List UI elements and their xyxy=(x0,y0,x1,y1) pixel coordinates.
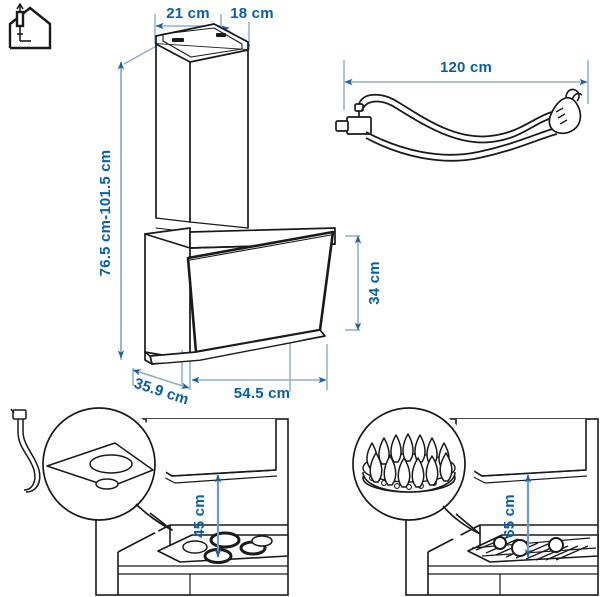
dimension-total-height: 76.5 cm-101.5 cm xyxy=(97,61,125,359)
dimension-label-gas-clearance: 65 cm xyxy=(501,494,518,538)
dimension-label-chimney-depth: 18 cm xyxy=(230,5,274,22)
dimension-label-canopy-height: 34 cm xyxy=(366,261,383,305)
electric-hob-detail xyxy=(10,406,173,538)
dimension-label-hood-width: 54.5 cm xyxy=(234,385,290,402)
dimension-label-total-height: 76.5 cm-101.5 cm xyxy=(97,150,114,277)
house-with-chimney-ducted-icon xyxy=(8,3,52,50)
dimension-chimney-width: 21 cm xyxy=(155,5,221,30)
panel-gas-clearance: 65 cm xyxy=(352,406,599,596)
dimension-label-chimney-width: 21 cm xyxy=(166,5,210,22)
dimension-gas-clearance: 65 cm xyxy=(501,474,532,558)
schuko-plug-icon xyxy=(548,88,583,135)
gas-burner-detail xyxy=(352,406,481,548)
dimension-electric-clearance: 45 cm xyxy=(191,474,222,558)
dimension-label-cord-length: 120 cm xyxy=(440,59,492,76)
power-cord xyxy=(335,88,583,162)
extractor-hood-drawing xyxy=(144,23,336,365)
panel-electric-clearance: 45 cm xyxy=(10,406,289,596)
dimension-hood-width: 54.5 cm xyxy=(191,376,327,402)
dimension-cord-length: 120 cm xyxy=(344,59,588,86)
dimension-canopy-height: 34 cm xyxy=(354,235,383,331)
appliance-connector-icon xyxy=(335,103,372,135)
dimension-label-electric-clearance: 45 cm xyxy=(191,494,208,538)
